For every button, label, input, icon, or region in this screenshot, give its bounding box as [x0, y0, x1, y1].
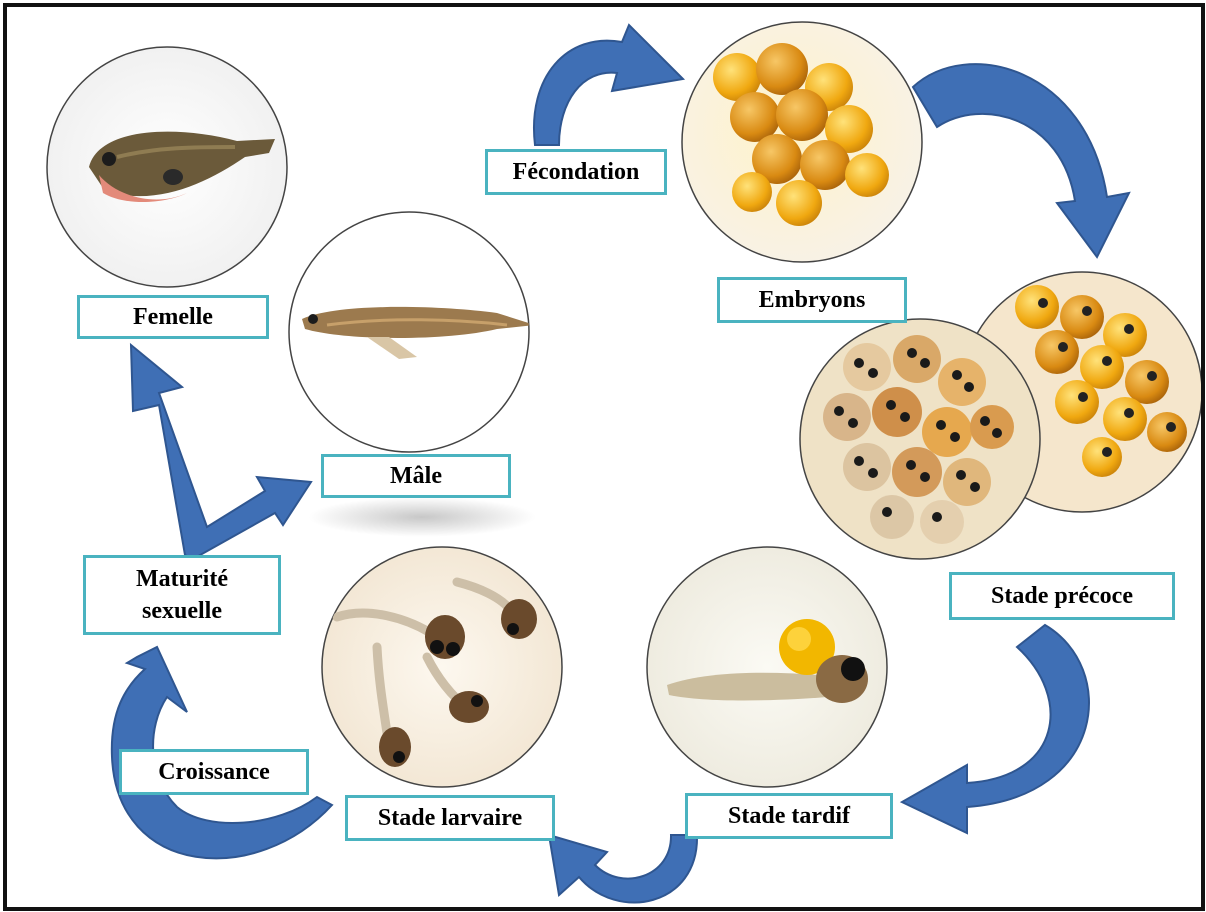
larval-stage-photo	[322, 547, 562, 787]
label-stade-larvaire: Stade larvaire	[345, 795, 555, 841]
arrow-precoce-to-tardif	[902, 625, 1089, 833]
label-embryons: Embryons	[717, 277, 907, 323]
label-maturite-line2: sexuelle	[142, 595, 222, 627]
label-croissance: Croissance	[119, 749, 309, 795]
arrow-fecondation-to-embryons	[534, 25, 683, 145]
label-maturite-line1: Maturité	[136, 563, 228, 595]
female-fish-photo	[47, 47, 287, 287]
early-stage-photo-2	[800, 319, 1040, 559]
label-stade-tardif: Stade tardif	[685, 793, 893, 839]
life-cycle-diagram: Fécondation Embryons Stade précoce Stade…	[3, 3, 1205, 911]
arrow-maturite-to-adults	[131, 345, 311, 559]
arrow-tardif-to-larvaire	[549, 835, 697, 902]
label-stade-precoce: Stade précoce	[949, 572, 1175, 620]
embryos-photo	[682, 22, 922, 262]
label-fecondation: Fécondation	[485, 149, 667, 195]
arrow-embryons-to-precoce	[913, 64, 1129, 257]
label-male: Mâle	[321, 454, 511, 498]
late-stage-photo	[647, 547, 887, 787]
label-femelle: Femelle	[77, 295, 269, 339]
label-maturite-sexuelle: Maturité sexuelle	[83, 555, 281, 635]
male-fish-photo	[289, 212, 535, 452]
